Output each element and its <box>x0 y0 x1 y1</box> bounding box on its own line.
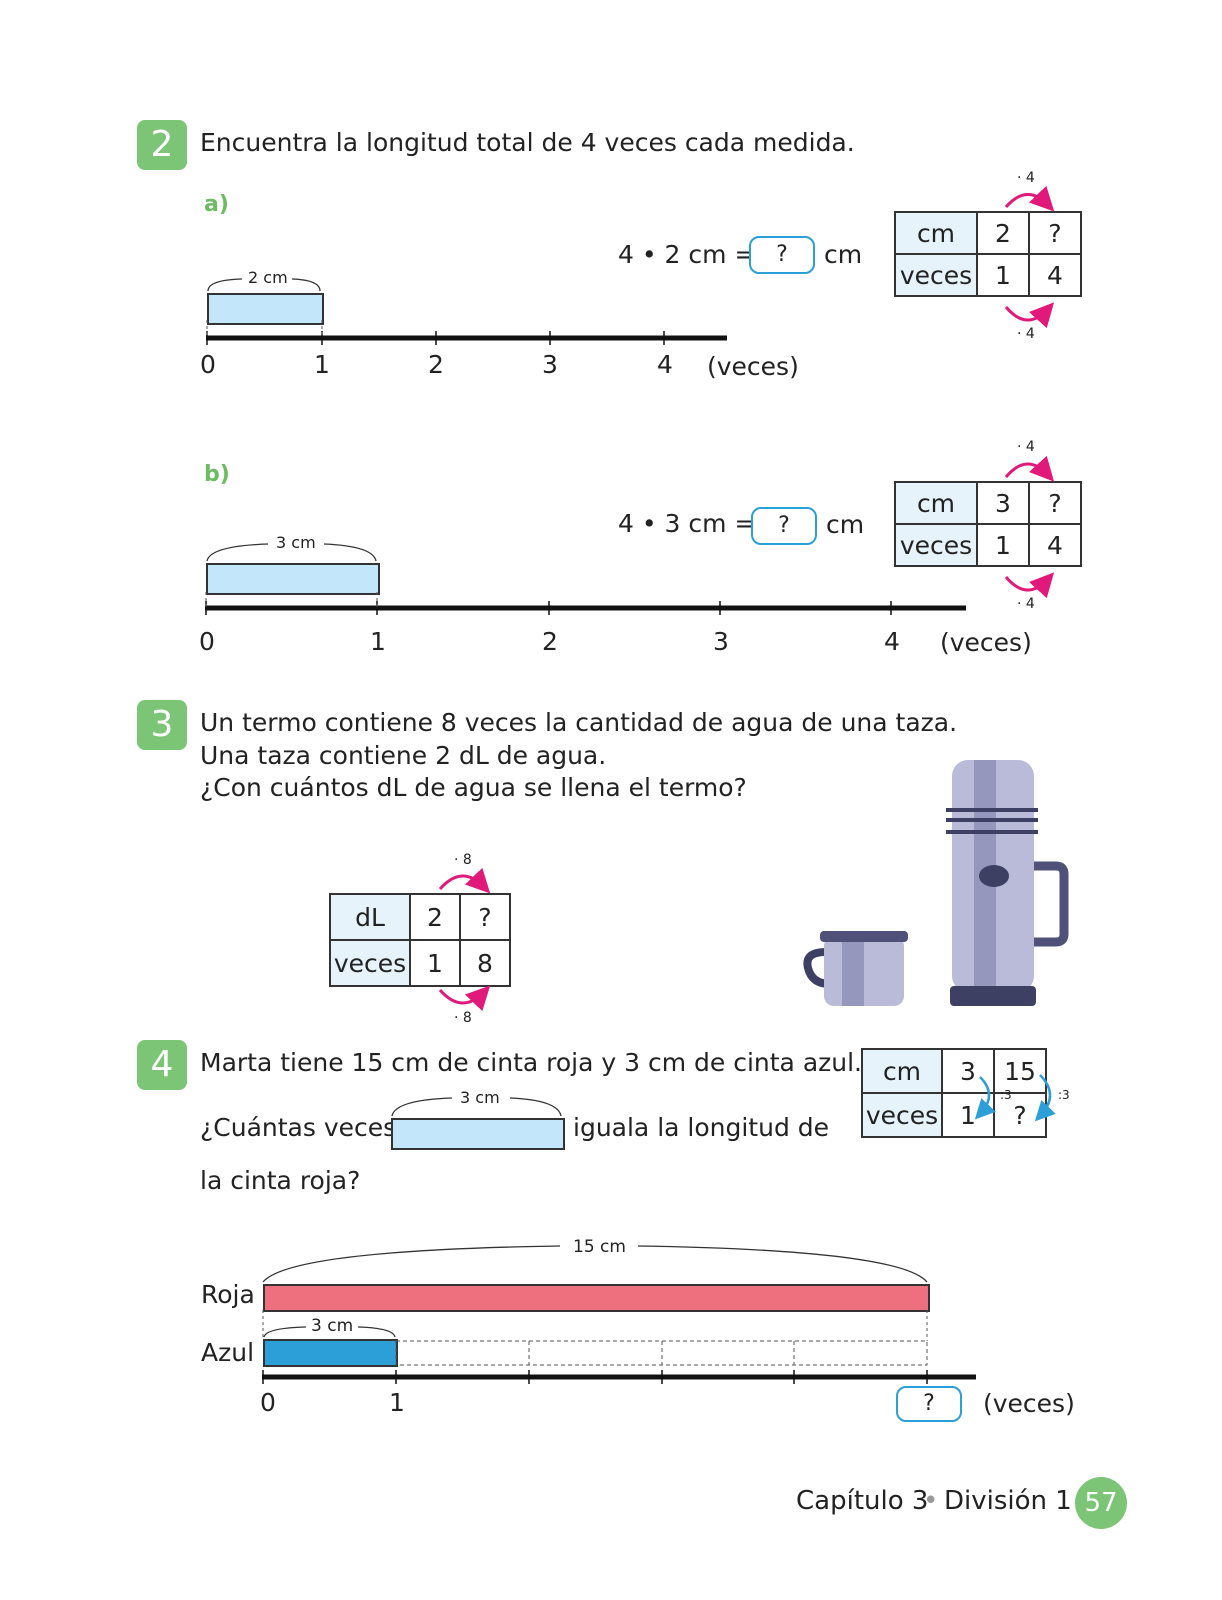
ex2a-arrow-bottom <box>1004 302 1055 329</box>
ex2b-label: b) <box>204 462 230 487</box>
ex4-blue-bar-label: 3 cm <box>311 1316 354 1336</box>
ex4-answer-box[interactable]: ? <box>896 1386 962 1422</box>
ex2b-table-cell: ? <box>1028 481 1082 525</box>
ex3-op-bottom: · 8 <box>454 1010 472 1026</box>
ex2b-axis-unit: (veces) <box>940 628 1032 657</box>
ex2b-tick-1: 1 <box>370 627 386 656</box>
ex2b-tick-4: 4 <box>884 627 900 656</box>
ex2b-table-cell: 3 <box>976 481 1030 525</box>
ex2b-op-bottom: · 4 <box>1017 596 1035 612</box>
ex2b-tick-0: 0 <box>199 627 215 656</box>
ex2a-number-line <box>206 278 727 345</box>
ex3-table-dl: dL <box>329 893 411 941</box>
ex4-table-cell: 15 <box>993 1048 1047 1094</box>
ex2a-tick-3: 3 <box>542 350 558 379</box>
ex4-blue-ribbon <box>263 1339 398 1367</box>
ex4-tick-0: 0 <box>260 1388 276 1417</box>
ex4-div-left: :3 <box>1000 1088 1012 1102</box>
ex4-total-label: 15 cm <box>573 1237 626 1257</box>
ex2a-op-bottom: · 4 <box>1017 326 1035 342</box>
ex4-blue-label: Azul <box>201 1338 255 1367</box>
ex4-question-after: iguala la longitud de <box>573 1113 830 1142</box>
ex2b-table-cell: 4 <box>1028 523 1082 567</box>
ex3-table-cell: 8 <box>459 939 511 987</box>
ex4-inline-blue-bar <box>391 1118 565 1150</box>
ex2a-unit: cm <box>824 240 863 269</box>
page-number-badge <box>1075 1477 1127 1529</box>
ex3-line-3: ¿Con cuántos dL de agua se llena el term… <box>200 773 747 802</box>
ex2a-proportion-table: cm 2 ? veces 1 4 <box>894 211 1082 297</box>
ex4-red-label: Roja <box>201 1280 255 1309</box>
ex2a-label: a) <box>204 192 229 217</box>
ex2b-unit: cm <box>826 510 865 539</box>
thermos-illustration <box>946 760 1069 1006</box>
ex3-arrow-top <box>438 867 491 894</box>
ex4-div-arrow-right <box>1034 1074 1056 1122</box>
ex4-ribbon-diagram <box>262 1245 976 1384</box>
ex4-tick-1: 1 <box>389 1388 405 1417</box>
ex2b-table-veces: veces <box>894 523 978 567</box>
ex4-question-line-3: la cinta roja? <box>200 1166 361 1195</box>
ex3-proportion-table: dL 2 ? veces 1 8 <box>329 893 511 987</box>
ex2a-bar-label: 2 cm <box>248 268 288 287</box>
ex3-line-2: Una taza contiene 2 dL de agua. <box>200 741 607 770</box>
ex3-line-1: Un termo contiene 8 veces la cantidad de… <box>200 708 958 737</box>
ex4-red-ribbon <box>263 1284 930 1312</box>
ex2b-arrow-top <box>1004 455 1055 482</box>
ex2a-table-cell: ? <box>1028 211 1082 255</box>
ex4-line-1: Marta tiene 15 cm de cinta roja y 3 cm d… <box>200 1048 862 1077</box>
ex2a-table-cm: cm <box>894 211 978 255</box>
ex2a-table-veces: veces <box>894 253 978 297</box>
ex2a-tick-1: 1 <box>314 350 330 379</box>
ex2b-number-line <box>205 543 966 615</box>
footer-chapter: Capítulo 3 <box>796 1486 929 1516</box>
cup-illustration <box>803 931 908 1006</box>
ex2b-table-cm: cm <box>894 481 978 525</box>
ex4-inline-bar-label: 3 cm <box>460 1088 500 1107</box>
ex2a-equation: 4 • 2 cm = <box>618 240 756 269</box>
exercise-number-4: 4 <box>137 1040 187 1090</box>
page-number: 57 <box>1084 1488 1118 1518</box>
exercise-number-3: 3 <box>137 700 187 750</box>
footer-separator: • <box>923 1486 939 1516</box>
ex2b-arrow-bottom <box>1004 572 1055 599</box>
ex2b-equation: 4 • 3 cm = <box>618 509 756 538</box>
ex2b-tick-2: 2 <box>542 627 558 656</box>
ex3-op-top: · 8 <box>454 852 472 868</box>
ex2a-table-cell: 4 <box>1028 253 1082 297</box>
ex2a-tick-0: 0 <box>200 350 216 379</box>
ex3-arrow-bottom <box>438 985 491 1012</box>
ex2b-length-bar <box>206 563 380 595</box>
ex2b-bar-label: 3 cm <box>276 533 316 552</box>
ex2a-tick-4: 4 <box>657 350 673 379</box>
ex3-table-cell: 1 <box>409 939 461 987</box>
ex2b-table-cell: 1 <box>976 523 1030 567</box>
ex4-inline-bar-arc <box>391 1097 562 1117</box>
ex2b-op-top: · 4 <box>1017 439 1035 455</box>
ex2a-table-cell: 1 <box>976 253 1030 297</box>
ex2b-tick-3: 3 <box>713 627 729 656</box>
ex4-div-right: :3 <box>1058 1088 1070 1102</box>
ex2a-axis-unit: (veces) <box>707 352 799 381</box>
ex2b-proportion-table: cm 3 ? veces 1 4 <box>894 481 1082 567</box>
ex3-table-veces: veces <box>329 939 411 987</box>
exercise-number-2: 2 <box>137 120 187 170</box>
ex4-table-veces: veces <box>861 1092 943 1138</box>
ex2b-answer-box[interactable]: ? <box>751 507 817 545</box>
ex4-axis-unit: (veces) <box>983 1389 1075 1418</box>
ex2a-answer-box[interactable]: ? <box>749 236 815 274</box>
footer-section: División 1 <box>944 1486 1072 1516</box>
ex3-table-cell: ? <box>459 893 511 941</box>
ex2a-arrow-top <box>1004 185 1055 212</box>
ex2a-op-top: · 4 <box>1017 170 1035 186</box>
ex2-instruction: Encuentra la longitud total de 4 veces c… <box>200 128 855 157</box>
ex4-div-arrow-left <box>974 1076 996 1120</box>
ex4-question-before: ¿Cuántas veces <box>200 1113 397 1142</box>
ex2a-tick-2: 2 <box>428 350 444 379</box>
ex2a-length-bar <box>207 293 324 325</box>
